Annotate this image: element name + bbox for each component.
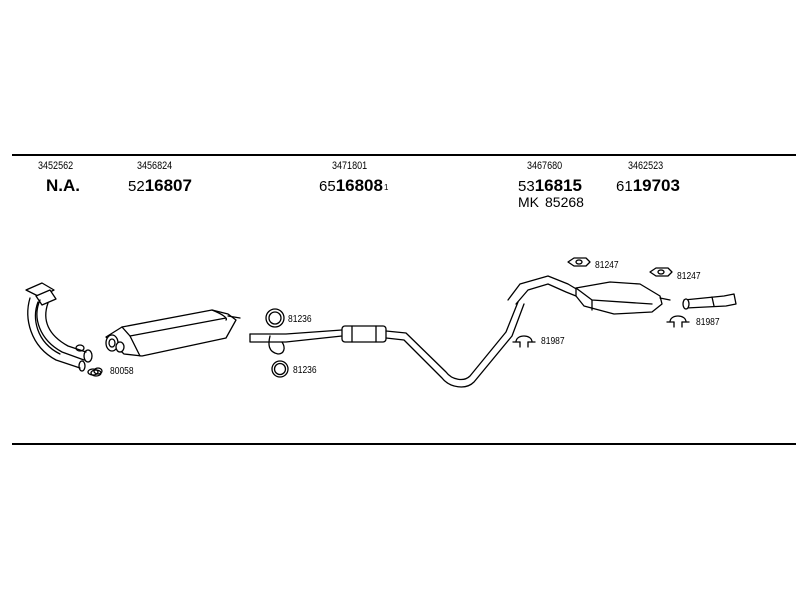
middle-pipe <box>249 301 525 388</box>
front-silencer <box>105 309 241 357</box>
fitting-label-81236-lower: 81236 <box>293 365 317 376</box>
part-main: 16815 <box>534 176 582 195</box>
part-prefix: 53 <box>518 178 535 195</box>
clamp-81987-rear <box>666 315 690 328</box>
oem-number-middle-pipe: 3471801 <box>332 160 368 172</box>
mounting-kit-number: MK 85268 <box>518 195 584 209</box>
fitting-label-81247-left: 81247 <box>595 260 619 271</box>
hanger-81247-right <box>649 267 673 277</box>
part-main: 16808 <box>335 176 383 195</box>
clamp-80058 <box>90 369 102 377</box>
oem-number-front-silencer: 3456824 <box>137 160 173 172</box>
top-divider <box>12 154 796 156</box>
tail-pipe <box>682 293 737 310</box>
oem-number-tail-pipe: 3462523 <box>628 160 664 172</box>
ring-81236-lower <box>271 360 289 378</box>
bottom-divider <box>12 443 796 445</box>
fitting-label-81987-middle: 81987 <box>541 336 565 347</box>
part-main: 19703 <box>632 176 680 195</box>
front-downpipe <box>25 282 103 376</box>
fitting-label-81987-rear: 81987 <box>696 317 720 328</box>
hanger-81247-left <box>567 257 591 267</box>
kit-prefix: MK <box>518 194 539 210</box>
part-prefix: 65 <box>319 178 336 195</box>
part-footnote: 1 <box>383 183 389 192</box>
part-prefix: 61 <box>616 178 633 195</box>
clamp-81987-middle <box>512 335 536 348</box>
oem-number-front-pipe: 3452562 <box>38 160 74 172</box>
fitting-label-81236-upper: 81236 <box>288 314 312 325</box>
part-prefix: 52 <box>128 178 145 195</box>
fitting-label-80058: 80058 <box>110 366 134 377</box>
fitting-label-81247-right: 81247 <box>677 271 701 282</box>
part-main: 16807 <box>144 176 192 195</box>
part-number-front-pipe: N.A. <box>46 176 80 195</box>
ring-81236-upper <box>265 308 285 328</box>
oem-number-rear-silencer: 3467680 <box>527 160 563 172</box>
kit-number: 85268 <box>545 194 584 210</box>
rear-silencer <box>507 275 671 315</box>
